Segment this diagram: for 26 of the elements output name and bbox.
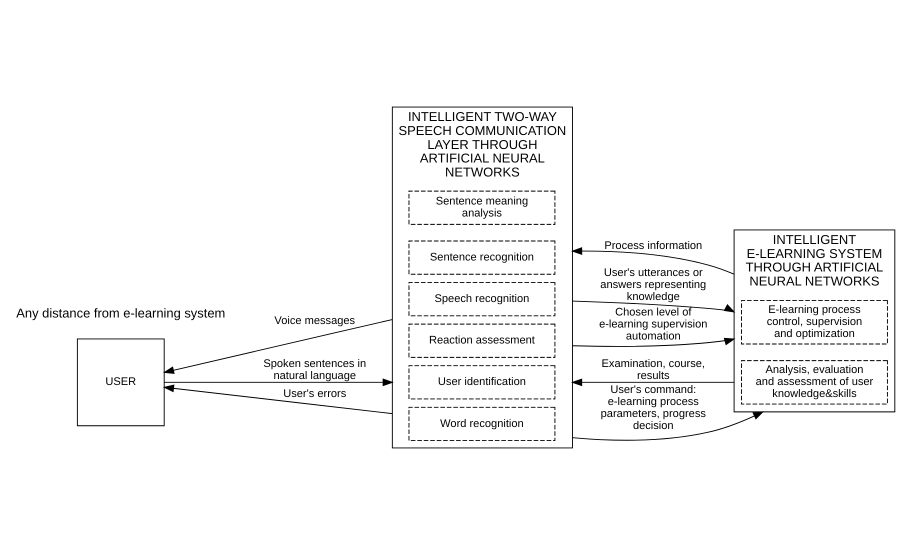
node-box: USER bbox=[76, 338, 165, 426]
arrow bbox=[572, 300, 736, 313]
label: Any distance from e-learning system bbox=[16, 305, 226, 320]
node-box: Reaction assessment bbox=[408, 324, 556, 358]
edge-label: User's command: e-learning process parameters, progress decision bbox=[600, 384, 706, 432]
edge-label: Examination, course, results bbox=[602, 358, 706, 382]
node-box: Analysis, evaluation and assessment of user knowledge&skills bbox=[741, 360, 888, 404]
arrow bbox=[571, 247, 735, 275]
node-box: Speech recognition bbox=[408, 282, 556, 316]
arrow bbox=[572, 338, 736, 347]
edge-label: User's utterances or answers representing knowledge bbox=[600, 266, 706, 303]
edge-label: Chosen level of e-learning supervision automation bbox=[599, 306, 708, 342]
arrow bbox=[164, 378, 394, 386]
arrow bbox=[162, 319, 393, 374]
edge-label: Voice messages bbox=[274, 314, 356, 327]
edge-label: Process information bbox=[604, 240, 702, 252]
node-box: E-learning process control, supervision and optimization bbox=[741, 300, 888, 344]
edge-label: User's errors bbox=[283, 388, 346, 400]
node-box: Sentence meaning analysis bbox=[408, 190, 556, 225]
node-box: Word recognition bbox=[408, 406, 556, 441]
node-box: Sentence recognition bbox=[408, 240, 556, 275]
node-box: User identification bbox=[408, 365, 556, 400]
arrow bbox=[162, 384, 393, 414]
arrow bbox=[571, 378, 735, 386]
edge-label: Spoken sentences in natural language bbox=[263, 358, 366, 382]
arrow bbox=[572, 411, 764, 441]
